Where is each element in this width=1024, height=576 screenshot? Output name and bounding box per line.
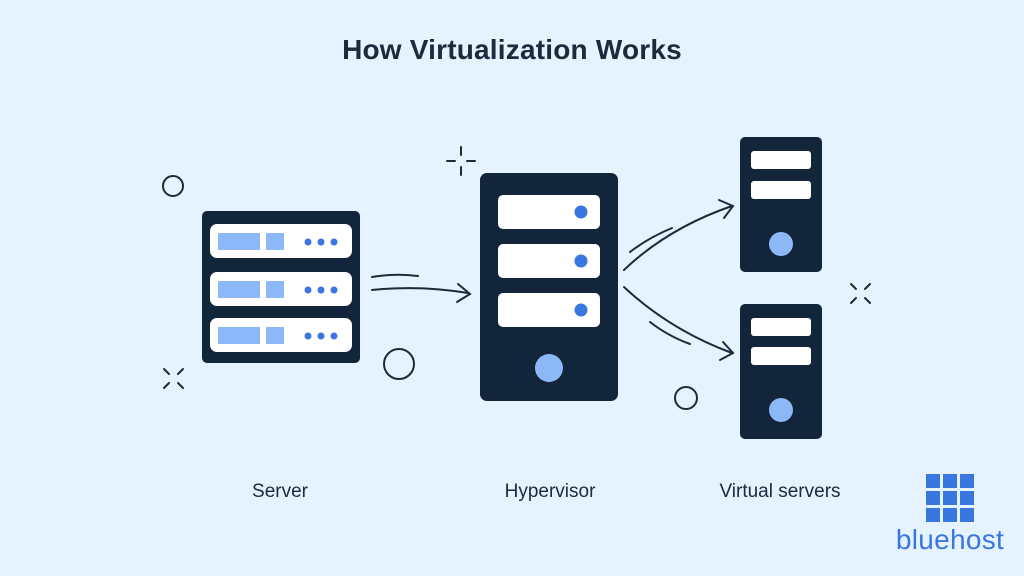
sparkle-icon (850, 283, 871, 304)
power-button (769, 232, 793, 256)
page-title: How Virtualization Works (342, 34, 682, 65)
hypervisor-slot (498, 293, 600, 327)
brand-logo: bluehost (890, 474, 1010, 556)
arrow-server-to-hypervisor (371, 273, 472, 303)
hypervisor-label: Hypervisor (504, 481, 596, 502)
hypervisor-icon (480, 173, 618, 401)
hypervisor-slot (498, 244, 600, 278)
brand-wordmark: bluehost (895, 524, 1005, 555)
decor-circle (162, 175, 184, 197)
hypervisor-slot (498, 195, 600, 229)
sparkle-icon (163, 368, 184, 389)
server-label: Server (252, 481, 308, 502)
sparkle-icon (446, 146, 476, 176)
server-icon (202, 211, 360, 363)
virtual-server-icon (740, 304, 822, 439)
server-rack-unit (210, 224, 352, 258)
grid-logo-icon (926, 474, 974, 522)
power-button (769, 398, 793, 422)
server-rack-unit (210, 318, 352, 352)
server-rack-unit (210, 272, 352, 306)
arrow-hypervisor-to-virtual-top (623, 199, 735, 271)
virtual-server-icon (740, 137, 822, 272)
decor-circle (674, 386, 698, 410)
arrow-hypervisor-to-virtual-bottom (623, 286, 735, 361)
decor-circle (383, 348, 415, 380)
power-button (535, 354, 563, 382)
virtual-servers-label: Virtual servers (719, 481, 841, 502)
